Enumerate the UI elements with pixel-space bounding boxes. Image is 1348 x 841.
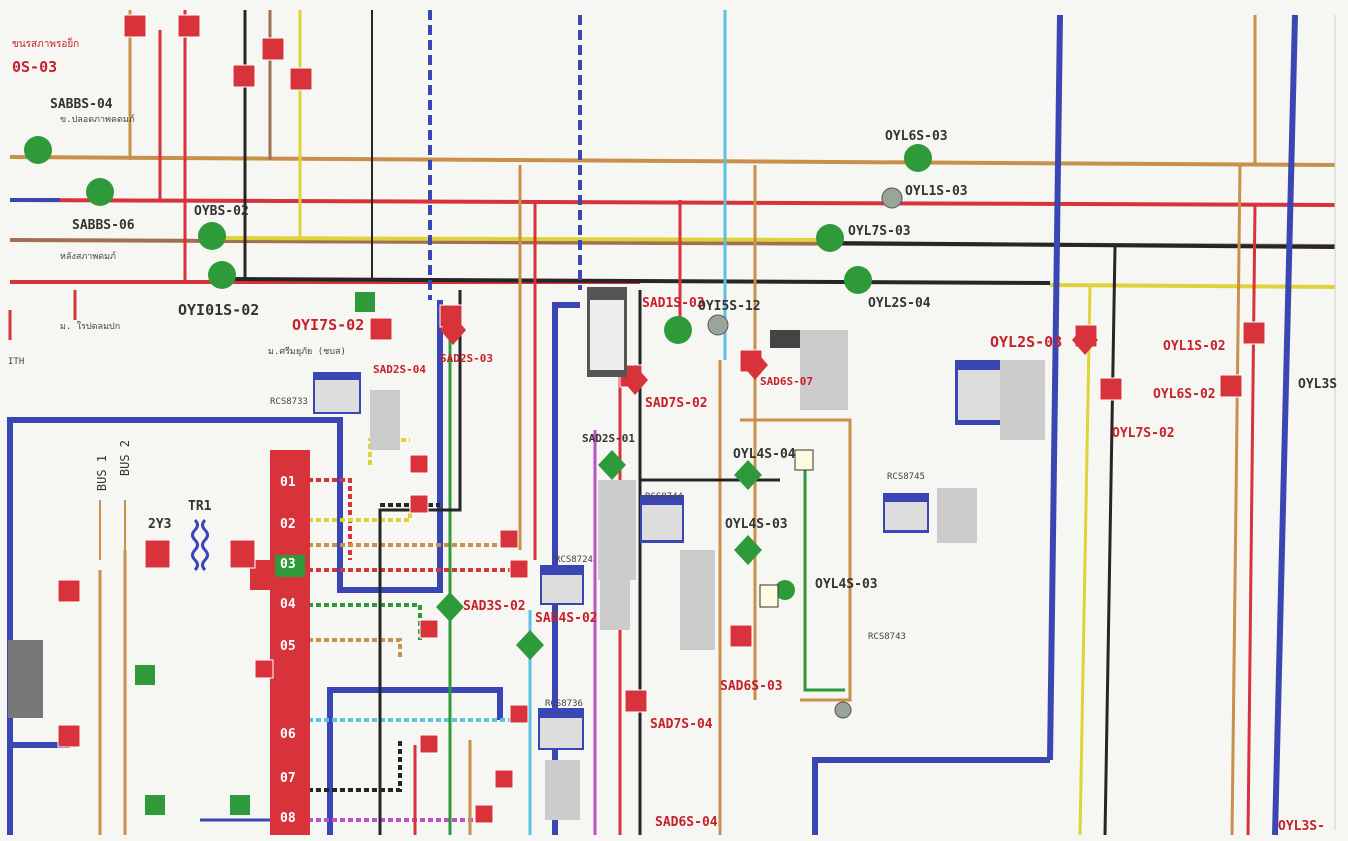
oyl2s04-label: OYL2S-04 <box>868 296 931 311</box>
sabbs06-label: SABBS-06 <box>72 218 135 233</box>
oyl1s02-label: OYL1S-02 <box>1163 339 1226 354</box>
sabbs04-label: SABBS-04 <box>50 97 113 112</box>
feeder-label: 02 <box>280 517 296 532</box>
horizontal-feeders <box>9 155 1336 289</box>
blue-boundaries <box>7 300 1050 835</box>
feeder-label: 07 <box>280 771 296 786</box>
sad3s02-label: SAD3S-02 <box>463 599 526 614</box>
oyi7s-sub-label: ม.ศรีมยุภัย (ชบส) <box>268 347 346 357</box>
sad6s07-label: SAD6S-07 <box>760 375 813 388</box>
grey-block <box>8 640 43 718</box>
sad6s04-label: SAD6S-04 <box>655 815 718 830</box>
red-switches <box>57 14 1266 824</box>
header-sub-label: ขนรสภาพรอย็ก <box>12 39 80 50</box>
diamond-switches <box>436 315 1098 660</box>
rcs8724-label: RCS8724 <box>555 555 593 565</box>
green-switches <box>24 136 932 815</box>
tr1-coils <box>191 518 209 572</box>
rcs-panels <box>313 287 1045 820</box>
oyl4s04-label: OYL4S-04 <box>733 447 796 462</box>
sad2s04-label: SAD2S-04 <box>373 363 426 376</box>
sad2s03-label: SAD2S-03 <box>440 352 493 365</box>
oyl4s03-label: OYL4S-03 <box>725 517 788 532</box>
sub-bottom-label: ม. ใรปดลมปก <box>60 322 121 332</box>
oyl6s03-label: OYL6S-03 <box>885 129 948 144</box>
oyi5s12-label: OYI5S-12 <box>698 299 761 314</box>
oyl7s03-label: OYL7S-03 <box>848 224 911 239</box>
feeder-label: 03 <box>280 557 296 572</box>
bus1-label: BUS 1 <box>95 455 109 492</box>
oyl3s-bottom-label: OYL3S- <box>1278 819 1325 834</box>
sad7s04-label: SAD7S-04 <box>650 717 713 732</box>
oyl1s03-label: OYL1S-03 <box>905 184 968 199</box>
bus2-label: BUS 2 <box>118 440 132 477</box>
rcs8743-label: RCS8743 <box>868 632 906 642</box>
sad4s02-label: SAD4S-02 <box>535 611 598 626</box>
rcs8744-label: RCS8744 <box>645 492 683 502</box>
feeder-label: 06 <box>280 727 296 742</box>
sad2s01-label: SAD2S-01 <box>582 432 635 445</box>
bottom-left-sub-label: หลังสภาพดมภ์ <box>60 252 116 262</box>
sad7s02-label: SAD7S-02 <box>645 396 708 411</box>
rcs8736-label: RCS8736 <box>545 699 583 709</box>
waveform-boxes <box>759 449 814 608</box>
sad6s03-label: SAD6S-03 <box>720 679 783 694</box>
oyl3s-label: OYL3S <box>1298 377 1338 392</box>
2y3-label: 2Y3 <box>148 517 172 532</box>
feeder-label: 08 <box>280 811 296 826</box>
oyi01s-label: OYI01S-02 <box>178 301 260 319</box>
oyl7s02-label: OYL7S-02 <box>1112 426 1175 441</box>
oybs02-label: OYBS-02 <box>194 204 249 219</box>
feeder-label: 01 <box>280 475 296 490</box>
tr1-label: TR1 <box>188 499 212 514</box>
sad1s03-label: SAD1S-03 <box>642 296 705 311</box>
os03-label: 0S-03 <box>12 58 58 76</box>
ith-label: ITH <box>8 357 25 367</box>
rcs8733-label: RCS8733 <box>270 397 308 407</box>
oyl2s03-label: OYL2S-03 <box>990 333 1063 351</box>
oyl6s02-label: OYL6S-02 <box>1153 387 1216 402</box>
feeder-label: 05 <box>280 639 296 654</box>
feeder-column <box>250 450 310 835</box>
oyl4s03b-label: OYL4S-03 <box>815 577 878 592</box>
oyi7s02-label: OYI7S-02 <box>292 316 365 334</box>
rcs8745-label: RCS8745 <box>887 472 925 482</box>
feeder-label: 04 <box>280 597 296 612</box>
grey-indicators <box>707 187 903 719</box>
sabbs04-sub-label: ข.ปลอดภาพคดมภ์ <box>60 115 135 125</box>
